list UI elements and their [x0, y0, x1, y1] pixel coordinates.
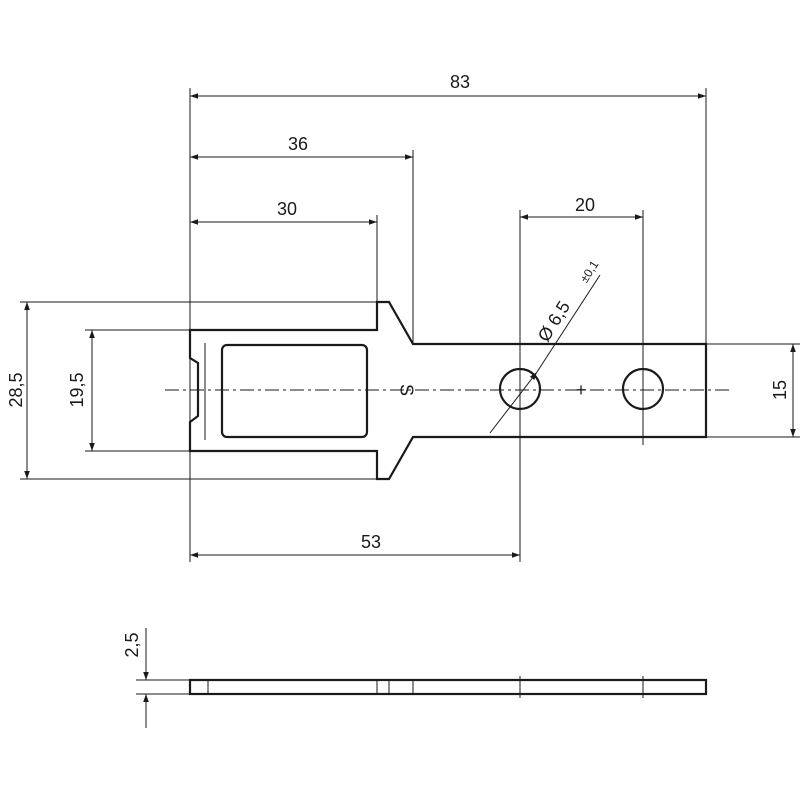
dimension-hole-spacing: 20: [520, 195, 643, 220]
svg-text:2,5: 2,5: [122, 632, 142, 657]
part-outline: [188, 300, 708, 481]
svg-text:20: 20: [575, 195, 595, 215]
dimension-length-to-hole: 53: [190, 532, 520, 558]
side-view: [136, 676, 708, 698]
svg-text:83: 83: [450, 72, 470, 92]
dimension-length-to-shoulder: 30: [190, 199, 377, 225]
rectangular-window: [220, 343, 369, 439]
mark-plus: +: [576, 380, 587, 400]
svg-text:36: 36: [288, 134, 308, 154]
svg-text:53: 53: [361, 532, 381, 552]
dimension-length-to-neck: 36: [190, 134, 413, 160]
svg-text:19,5: 19,5: [67, 372, 87, 407]
extension-lines: [20, 88, 800, 562]
dimension-slot-height: 19,5: [67, 330, 95, 451]
dimension-total-height: 28,5: [6, 302, 30, 479]
top-view: S +: [165, 300, 730, 481]
svg-text:Ø 6,5: Ø 6,5: [534, 297, 574, 345]
svg-text:28,5: 28,5: [6, 372, 26, 407]
dimension-hole-diameter: Ø 6,5 ±0,1: [489, 258, 602, 434]
svg-text:15: 15: [770, 380, 790, 400]
mark-s: S: [396, 384, 416, 396]
side-profile: [188, 678, 708, 696]
dimension-thickness: 2,5: [122, 628, 149, 728]
svg-text:±0,1: ±0,1: [577, 258, 601, 285]
svg-text:30: 30: [277, 199, 297, 219]
dimension-overall-length: 83: [190, 72, 706, 99]
dimension-tab-height: 15: [770, 344, 796, 437]
